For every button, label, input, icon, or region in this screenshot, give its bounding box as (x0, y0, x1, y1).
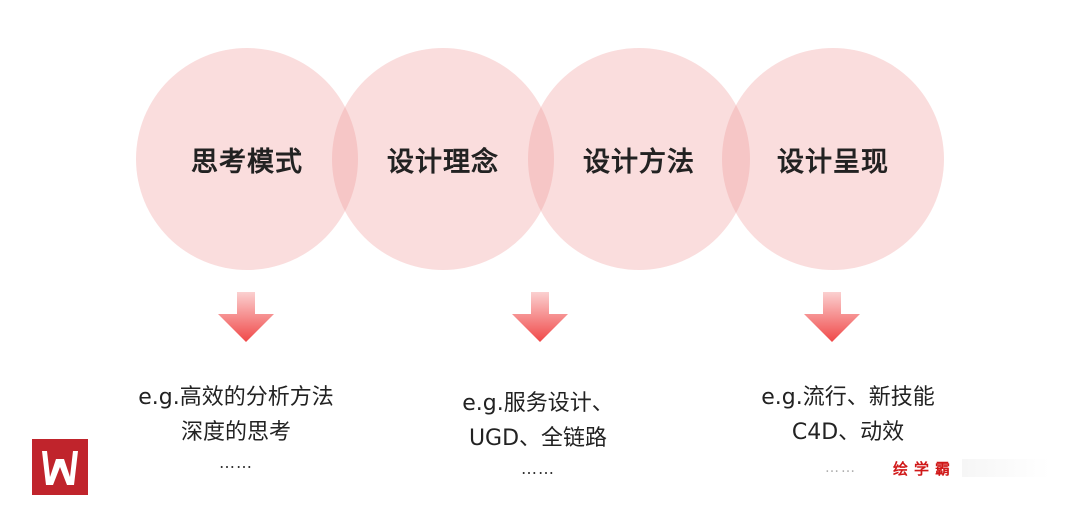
circle-design-method: 设计方法 (528, 48, 750, 270)
brand-logo-icon (32, 439, 88, 495)
circle-thinking-mode: 思考模式 (136, 48, 358, 270)
circle-label: 思考模式 (191, 146, 303, 178)
down-arrow-icon (218, 292, 274, 342)
note-line: C4D、动效 (791, 420, 905, 445)
note-ellipsis: …… (521, 459, 555, 478)
circle-design-presentation: 设计呈现 (722, 48, 944, 270)
watermark-ellipsis: …… (825, 460, 857, 476)
circle-label: 设计呈现 (777, 146, 889, 178)
w-logo-icon (42, 451, 78, 485)
circle-label: 设计理念 (387, 146, 499, 178)
circle-label: 设计方法 (583, 146, 695, 178)
watermark: …… 绘学霸 (825, 455, 1050, 481)
note-design-presentation: e.g.流行、新技能 C4D、动效 (718, 380, 978, 450)
note-line: 深度的思考 (180, 420, 291, 445)
note-line: e.g.流行、新技能 (761, 385, 935, 410)
note-thinking-mode: e.g.高效的分析方法 深度的思考 …… (106, 380, 366, 476)
watermark-fade (962, 459, 1050, 477)
watermark-text: 绘学霸 (893, 459, 957, 478)
note-line: e.g.服务设计、 (462, 391, 614, 416)
down-arrow-icon (804, 292, 860, 342)
note-design-method: e.g.服务设计、 UGD、全链路 …… (408, 386, 668, 482)
circle-design-concept: 设计理念 (332, 48, 554, 270)
note-line: e.g.高效的分析方法 (138, 385, 334, 410)
down-arrow-icon (512, 292, 568, 342)
note-line: UGD、全链路 (468, 426, 608, 451)
note-ellipsis: …… (219, 453, 253, 472)
